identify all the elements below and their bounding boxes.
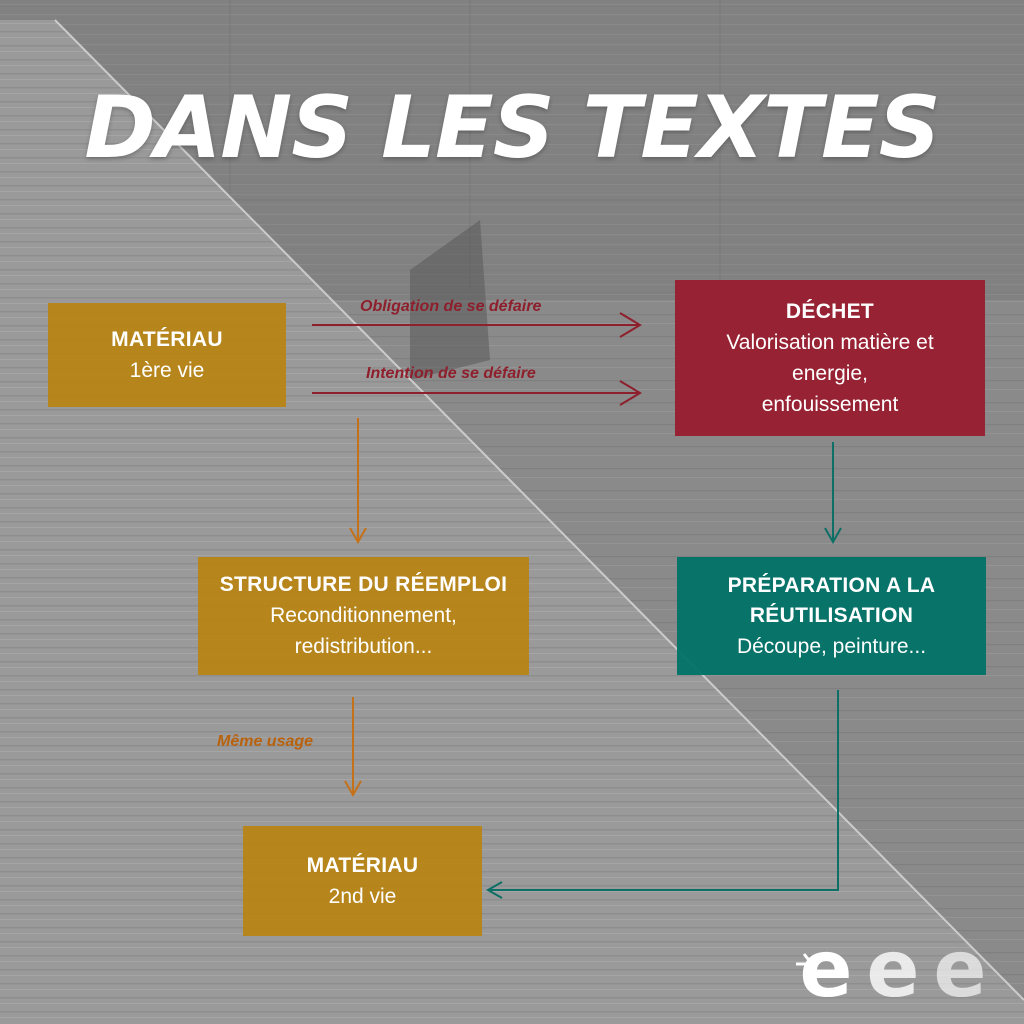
node-text-line-2: energie, <box>792 361 868 385</box>
node-heading-line-1: PRÉPARATION A LA <box>727 573 936 597</box>
edge-label-obligation: Obligation de se défaire <box>360 298 542 315</box>
node-text: 1ère vie <box>129 358 205 382</box>
node-heading: MATÉRIAU <box>306 853 419 877</box>
triple-e-logo-icon: e e e <box>796 934 987 1008</box>
arrow-preparation-to-materiau2 <box>485 690 839 899</box>
arrow-dechet-to-preparation <box>824 442 842 545</box>
node-preparation-a-la-reutilisation: PRÉPARATION A LA RÉUTILISATION Découpe, … <box>677 557 986 675</box>
page-title: DANS LES TEXTES <box>84 78 940 178</box>
svg-text:e: e <box>934 934 987 1008</box>
node-structure-du-reemploi: STRUCTURE DU RÉEMPLOI Reconditionnement,… <box>198 557 529 675</box>
edge-label-meme-usage: Même usage <box>217 733 314 750</box>
arrow-structure-to-materiau2 <box>344 697 362 798</box>
node-materiau-2nd-vie: MATÉRIAU 2nd vie <box>243 826 482 936</box>
node-heading: DÉCHET <box>785 299 875 323</box>
node-materiau-1ere-vie: MATÉRIAU 1ère vie <box>48 303 286 407</box>
node-heading: MATÉRIAU <box>111 327 223 351</box>
arrow-obligation <box>312 312 642 338</box>
node-text-line-2: redistribution... <box>294 635 433 658</box>
node-text: Découpe, peinture... <box>736 634 927 658</box>
node-text: 2nd vie <box>328 884 397 908</box>
node-heading: STRUCTURE DU RÉEMPLOI <box>219 573 508 596</box>
svg-text:e: e <box>867 934 920 1008</box>
node-text-line-3: enfouissement <box>761 392 899 416</box>
node-text-line-1: Valorisation matière et <box>726 330 934 354</box>
node-text-line-1: Reconditionnement, <box>270 604 457 627</box>
node-dechet: DÉCHET Valorisation matière et energie, … <box>675 280 985 436</box>
arrow-materiau-to-structure <box>349 418 367 545</box>
node-heading-line-2: RÉUTILISATION <box>749 603 914 627</box>
arrow-intention <box>312 380 642 406</box>
edge-label-intention: Intention de se défaire <box>366 365 536 382</box>
svg-text:e: e <box>800 934 853 1008</box>
